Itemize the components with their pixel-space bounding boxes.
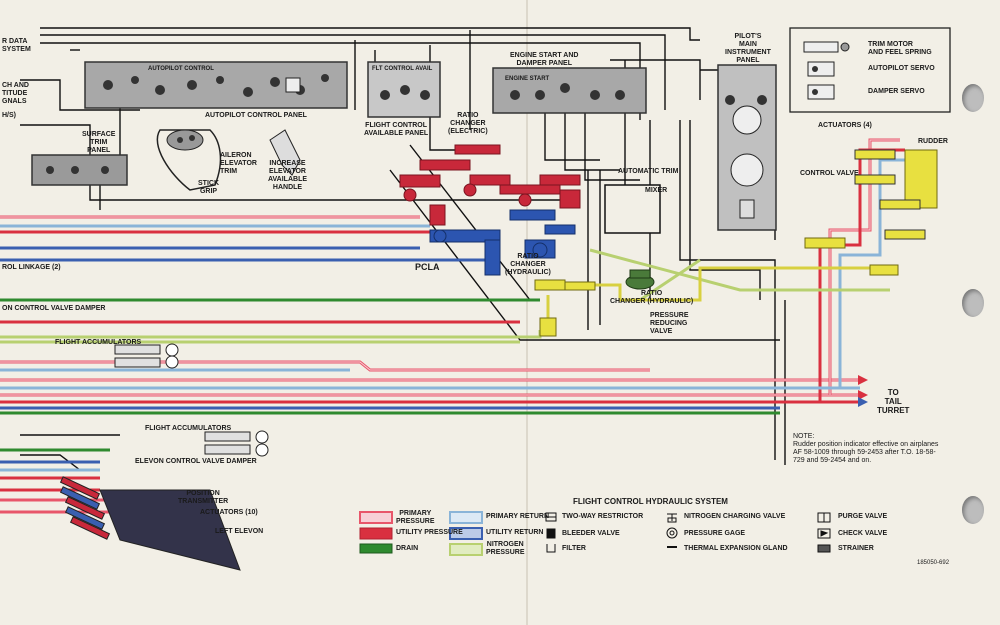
autopilot-control-panel-label: AUTOPILOT CONTROL PANEL <box>205 112 307 119</box>
stick-grip <box>156 129 222 191</box>
elevator-handle <box>269 129 301 176</box>
autopilot-control-panel <box>84 61 348 109</box>
control-linkage-label: ROL LINKAGE (2) <box>2 264 61 271</box>
nitrogen-charging-valve-icon <box>667 513 677 523</box>
ratio-changer-electric-label: RATIO CHANGER (ELECTRIC) <box>448 112 488 135</box>
legend-damper-servo-label: DAMPER SERVO <box>868 88 925 95</box>
rudder-actuators <box>854 149 926 240</box>
purge-valve-icon <box>817 512 831 523</box>
binder-hole <box>962 289 984 317</box>
increase-elevator-handle-label: INCREASE ELEVATOR AVAILABLE HANDLE <box>268 160 308 191</box>
pressure-reducing-valve-label: PRESSURE REDUCING VALVE <box>650 312 689 335</box>
signals-label: CH AND TITUDE GNALS <box>2 82 29 105</box>
binder-hole <box>962 84 984 112</box>
data-system-label: R DATA SYSTEM <box>2 38 31 53</box>
utility-return-lines <box>0 246 780 464</box>
legend-trim-motor-label: TRIM MOTOR AND FEEL SPRING <box>868 41 932 56</box>
flight-control-available-panel-label: FLIGHT CONTROL AVAILABLE PANEL <box>364 122 429 137</box>
check-valve-icon <box>817 528 831 539</box>
flight-control-available-panel <box>367 61 441 118</box>
panel-engine-start-text: ENGINE START <box>505 76 550 82</box>
component-legend-box <box>789 27 951 113</box>
damper-servo-icon <box>807 84 835 100</box>
red-valve-assembly <box>399 144 581 226</box>
binder-hole <box>962 496 984 524</box>
nitrogen-pressure-lines <box>0 248 890 344</box>
ratio-changer-hydraulic-label-1: RATIO CHANGER (HYDRAULIC) <box>505 253 551 276</box>
surface-trim-panel-label: SURFACE TRIM PANEL <box>82 131 116 154</box>
hs-label: h/s) <box>2 112 16 119</box>
stick-grip-label: STICK GRIP <box>198 180 219 195</box>
flight-accumulators-label-2: FLIGHT ACCUMULATORS <box>145 425 232 432</box>
trim-motor-icon <box>803 41 850 53</box>
yellow-components <box>534 149 938 337</box>
mixer-box <box>604 184 661 234</box>
legend-pressure-gage-label: PRESSURE GAGE <box>684 530 746 537</box>
legend-filter-label: FILTER <box>562 545 586 552</box>
automatic-trim-label: AUTOMATIC TRIM <box>618 168 679 175</box>
legend-check-valve-label: CHECK VALVE <box>838 530 888 537</box>
legend-nitrogen-pressure-label: NITROGEN PRESSURE <box>486 541 525 556</box>
drain-lines <box>0 298 780 452</box>
panel-flt-ctl-avail-text: FLT CONTROL AVAIL <box>372 66 433 72</box>
legend-utility-pressure-label: UTILITY PRESSURE <box>396 529 463 536</box>
legend-drain-label: DRAIN <box>396 545 419 552</box>
primary-return-lines <box>0 158 905 472</box>
actuators-4-label: ACTUATORS (4) <box>818 122 872 129</box>
two-way-restrictor-icon <box>545 512 557 522</box>
diagram-title: FLIGHT CONTROL HYDRAULIC SYSTEM <box>573 497 728 506</box>
rudder-label: RUDDER <box>918 138 948 145</box>
elevon-actuator-fan <box>59 476 241 571</box>
autopilot-servo-icon <box>807 61 835 77</box>
ratio-changer-hydraulic-green <box>625 269 655 290</box>
pcla-label: PCLA <box>415 262 440 272</box>
legend-strainer-label: STRAINER <box>838 545 874 552</box>
mixer-label: MIXER <box>645 187 668 194</box>
doc-number: 185050-692 <box>917 560 950 566</box>
ratio-changer-hydraulic-label-2: RATIO CHANGER (HYDRAULIC) <box>610 290 694 305</box>
strainer-icon <box>817 544 831 553</box>
symbol-legend-icons <box>545 512 831 553</box>
to-tail-turret-label: TO TAIL TURRET <box>877 388 910 415</box>
legend-primary-pressure-label: PRIMARY PRESSURE <box>396 510 435 525</box>
legend-autopilot-servo-label: AUTOPILOT SERVO <box>868 65 935 72</box>
utility-pressure-lines <box>0 148 905 492</box>
legend-utility-return-label: UTILITY RETURN <box>486 529 544 536</box>
control-valve-label: CONTROL VALVE <box>800 170 859 177</box>
pilots-main-instrument-panel-label: PILOT'S MAIN INSTRUMENT PANEL <box>725 33 771 64</box>
elevon-control-valve-damper-top-label: ON CONTROL VALVE DAMPER <box>2 305 106 312</box>
legend-bleeder-valve-label: BLEEDER VALVE <box>562 530 620 537</box>
aileron-elevator-trim-label: AILERON ELEVATOR TRIM <box>220 152 257 175</box>
line-legend-swatches <box>359 511 483 556</box>
engine-start-damper-panel-label: ENGINE START AND DAMPER PANEL <box>510 52 579 67</box>
yellow-lines <box>540 266 890 330</box>
actuators-10-label: ACTUATORS (10) <box>200 509 258 516</box>
pilots-main-instrument-panel <box>717 64 777 231</box>
elevon-control-valve-damper-label: ELEVON CONTROL VALVE DAMPER <box>135 458 257 465</box>
legend-thermal-expansion-gland-label: THERMAL EXPANSION GLAND <box>684 545 788 552</box>
left-elevon-label: LEFT ELEVON <box>215 528 264 535</box>
panel-autopilot-text: AUTOPILOT CONTROL <box>148 66 214 72</box>
position-transmitter-label: POSITION TRANSMITTER <box>178 490 229 505</box>
flight-accumulators-lower <box>204 430 269 457</box>
legend-purge-valve-label: PURGE VALVE <box>838 513 888 520</box>
surface-trim-panel <box>31 154 128 186</box>
engine-start-damper-panel <box>492 67 647 114</box>
legend-primary-return-label: PRIMARY RETURN <box>486 513 550 520</box>
control-wiring <box>20 27 786 471</box>
legend-two-way-restrictor-label: TWO-WAY RESTRICTOR <box>562 513 644 520</box>
flight-accumulators-label-1: FLIGHT ACCUMULATORS <box>55 339 142 346</box>
filter-icon <box>546 544 556 553</box>
pressure-gage-icon <box>666 527 678 539</box>
flight-accumulators-upper <box>114 343 179 369</box>
note-text: NOTE: Rudder position indicator effectiv… <box>793 433 939 464</box>
blue-valve-assembly <box>429 209 576 276</box>
legend-nitrogen-charging-valve-label: NITROGEN CHARGING VALVE <box>684 513 786 520</box>
bleeder-valve-icon <box>546 528 556 539</box>
tail-turret-arrows <box>858 375 868 407</box>
